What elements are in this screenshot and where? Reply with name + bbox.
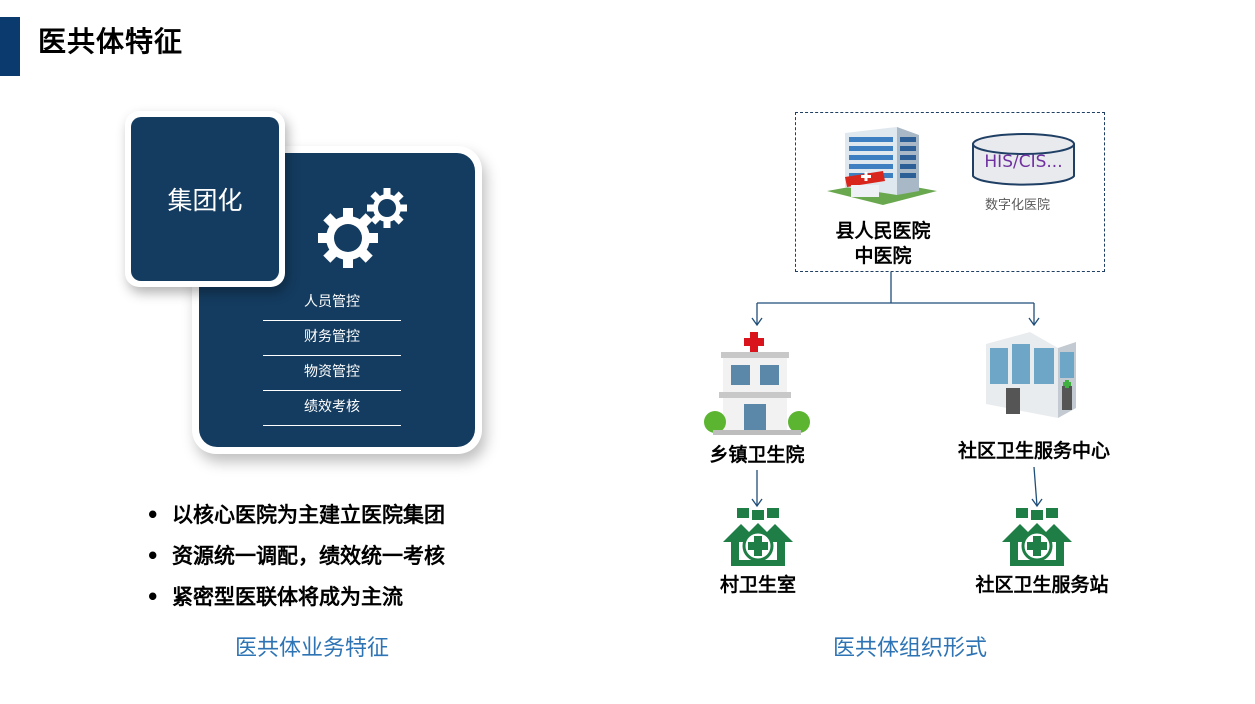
feature-bullets: • 以核心医院为主建立医院集团 • 资源统一调配，绩效统一考核 • 紧密型医联体…	[146, 497, 445, 620]
group-card-label: 集团化	[167, 186, 243, 215]
control-item-materials: 物资管控	[263, 356, 401, 391]
control-item-performance: 绩效考核	[263, 391, 401, 426]
bullet-icon: •	[146, 503, 160, 527]
township-hospital-label: 乡镇卫生院	[709, 444, 805, 466]
database-icon	[972, 133, 1075, 186]
township-hospital-icon	[704, 332, 810, 435]
bullet-icon: •	[146, 585, 160, 609]
bullet-item: • 以核心医院为主建立医院集团	[146, 497, 445, 538]
community-center-building-icon	[986, 332, 1076, 418]
community-station-icon	[1002, 508, 1072, 566]
bullet-item: • 资源统一调配，绩效统一考核	[146, 538, 445, 579]
page-title: 医共体特征	[38, 25, 184, 58]
database-caption: 数字化医院	[985, 198, 1051, 213]
village-clinic-icon	[723, 508, 793, 566]
county-hospital-label: 县人民医院 中医院	[835, 220, 931, 267]
bullet-icon: •	[146, 544, 160, 568]
county-hospital-group-box	[795, 112, 1105, 272]
control-item-personnel: 人员管控	[263, 286, 401, 321]
control-list: 人员管控 财务管控 物资管控 绩效考核	[263, 286, 401, 426]
right-caption: 医共体组织形式	[833, 636, 988, 661]
database-label: HIS/CIS...	[984, 152, 1063, 172]
village-clinic-label: 村卫生室	[719, 574, 796, 596]
bullet-item: • 紧密型医联体将成为主流	[146, 579, 445, 620]
left-caption: 医共体业务特征	[235, 636, 390, 661]
group-card: 集团化	[125, 111, 285, 287]
gears-icon	[318, 188, 407, 268]
community-center-label: 社区卫生服务中心	[957, 440, 1110, 462]
community-station-label: 社区卫生服务站	[975, 574, 1109, 596]
control-item-finance: 财务管控	[263, 321, 401, 356]
county-hospital-building-icon	[827, 127, 937, 205]
title-accent-bar	[0, 17, 20, 76]
